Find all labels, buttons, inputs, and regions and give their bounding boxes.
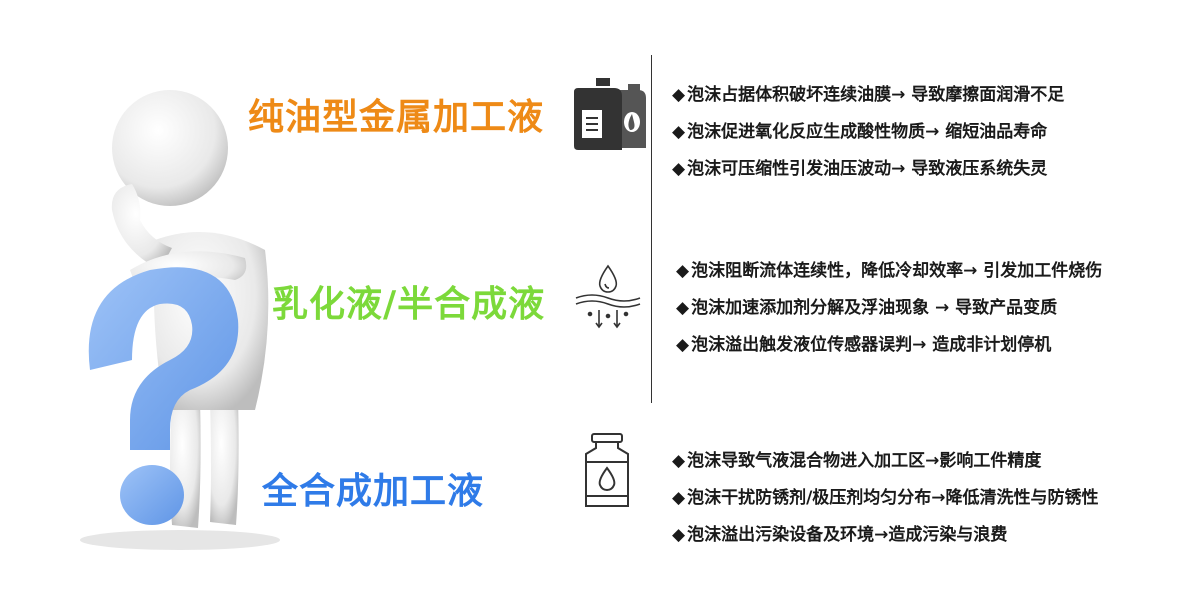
thinking-person-question-mark-icon — [80, 90, 280, 550]
list-item: ◆泡沫加速添加剂分解及浮油现象 → 导致产品变质 — [676, 298, 1058, 318]
category-title-synthetic: 全合成加工液 — [262, 471, 485, 512]
category-title-pure-oil: 纯油型金属加工液 — [248, 97, 545, 138]
list-item: ◆泡沫阻断流体连续性，降低冷却效率→ 引发加工件烧伤 — [676, 261, 1103, 281]
bottle-droplet-icon — [585, 433, 629, 507]
effects-list-pure-oil: ◆泡沫占据体积破坏连续油膜→ 导致摩擦面润滑不足 ◆泡沫促进氧化反应生成酸性物质… — [672, 82, 1064, 193]
list-item: ◆泡沫占据体积破坏连续油膜→ 导致摩擦面润滑不足 — [672, 85, 1065, 105]
list-item: ◆泡沫溢出污染设备及环境→造成污染与浪费 — [672, 525, 1008, 545]
oil-canisters-icon — [574, 78, 646, 150]
emulsion-droplet-icon — [575, 264, 641, 329]
list-item: ◆泡沫促进氧化反应生成酸性物质→ 缩短油品寿命 — [672, 122, 1048, 142]
vertical-divider — [651, 55, 652, 403]
list-item: ◆泡沫溢出触发液位传感器误判→ 造成非计划停机 — [676, 335, 1052, 355]
list-item: ◆泡沫导致气液混合物进入加工区→影响工件精度 — [672, 451, 1042, 471]
category-title-emulsion: 乳化液/半合成液 — [272, 284, 546, 325]
effects-list-synthetic: ◆泡沫导致气液混合物进入加工区→影响工件精度 ◆泡沫干扰防锈剂/极压剂均匀分布→… — [672, 448, 1099, 559]
list-item: ◆泡沫可压缩性引发油压波动→ 导致液压系统失灵 — [672, 159, 1048, 179]
list-item: ◆泡沫干扰防锈剂/极压剂均匀分布→降低清洗性与防锈性 — [672, 488, 1099, 508]
effects-list-emulsion: ◆泡沫阻断流体连续性，降低冷却效率→ 引发加工件烧伤 ◆泡沫加速添加剂分解及浮油… — [676, 258, 1102, 369]
